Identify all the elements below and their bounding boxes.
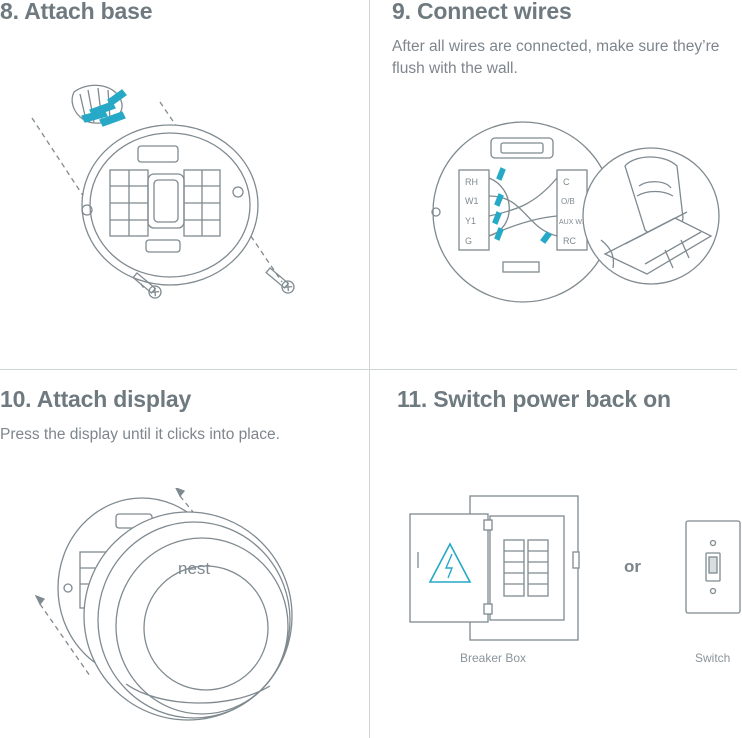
step-9-title: 9. Connect wires xyxy=(392,0,572,24)
base-plate-illustration xyxy=(31,84,295,299)
terminal-label: Y1 xyxy=(465,216,476,226)
terminal-label: C xyxy=(563,177,570,187)
terminal-label: RH xyxy=(465,177,478,187)
step-10-description: Press the display until it clicks into p… xyxy=(0,426,280,443)
terminal-label: W1 xyxy=(465,196,479,206)
breaker-box-caption: Breaker Box xyxy=(460,651,527,665)
terminal-label: RC xyxy=(563,236,576,246)
breaker-box-illustration xyxy=(409,495,580,641)
step-9-description: After all wires are connected, make sure… xyxy=(392,38,720,77)
horizontal-divider xyxy=(0,369,737,370)
nest-logo-text: nest xyxy=(178,559,210,578)
step-10-title: 10. Attach display xyxy=(0,386,192,412)
step-8-title: 8. Attach base xyxy=(0,0,153,24)
light-switch-illustration xyxy=(685,520,741,614)
wiring-terminals-illustration: RH W1 Y1 G C O/B AUX W2 RC xyxy=(431,121,720,303)
terminal-label: AUX W2 xyxy=(559,219,586,226)
switch-caption: Switch xyxy=(695,651,731,665)
or-label: or xyxy=(624,557,641,576)
terminal-label: G xyxy=(465,236,472,246)
terminal-label: O/B xyxy=(561,197,575,206)
display-attach-illustration: nest xyxy=(34,488,293,721)
step-11-title: 11. Switch power back on xyxy=(397,386,671,412)
